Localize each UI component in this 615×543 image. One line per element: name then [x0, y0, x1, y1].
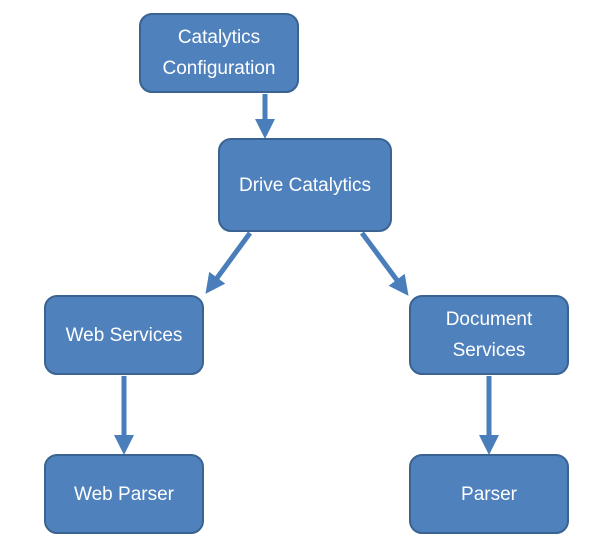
- node-label: Document Services: [445, 309, 533, 361]
- node-catalytics-configuration: Catalytics Configuration: [139, 13, 299, 93]
- node-document-services: Document Services: [409, 295, 569, 375]
- node-label: Parser: [461, 483, 517, 505]
- node-label: Drive Catalytics: [239, 174, 371, 196]
- node-web-services: Web Services: [44, 295, 204, 375]
- arrow-drive-to-document-services: [359, 231, 409, 296]
- node-label: Catalytics Configuration: [162, 27, 276, 79]
- arrow-drive-to-web-services: [205, 231, 253, 294]
- node-drive-catalytics: Drive Catalytics: [218, 138, 392, 232]
- node-label: Web Services: [65, 324, 183, 346]
- node-parser: Parser: [409, 454, 569, 534]
- node-web-parser: Web Parser: [44, 454, 204, 534]
- node-label: Web Parser: [74, 483, 174, 505]
